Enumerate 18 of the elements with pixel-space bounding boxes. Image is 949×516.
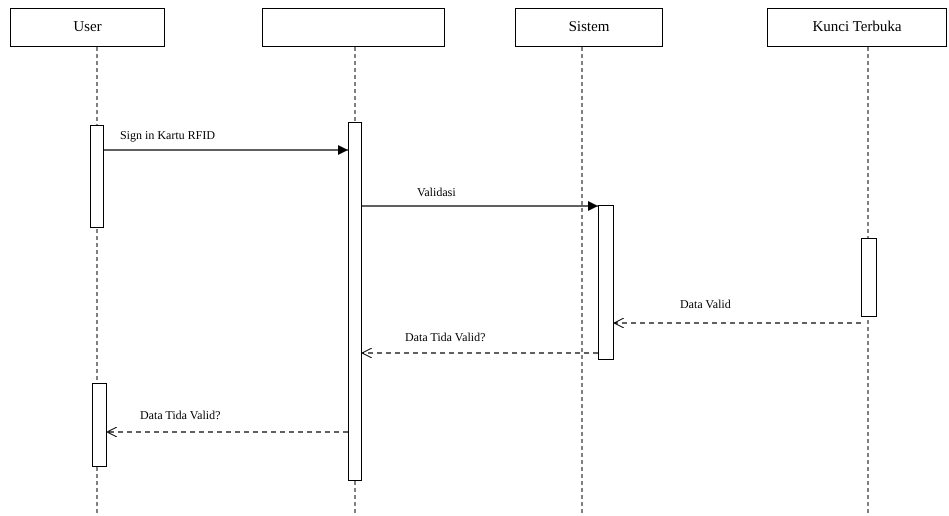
participant-box bbox=[10, 8, 165, 47]
message-arrow bbox=[362, 348, 598, 358]
message-arrow bbox=[362, 201, 598, 211]
activation-bar bbox=[598, 205, 614, 360]
activation-bar bbox=[92, 383, 107, 467]
activation-bar bbox=[348, 122, 362, 481]
participant-box bbox=[515, 8, 663, 47]
activation-bar bbox=[861, 238, 877, 317]
participant-name: Kunci Terbuka bbox=[812, 19, 902, 36]
participant-box bbox=[262, 8, 445, 47]
message-label: Sign in Kartu RFID bbox=[118, 128, 218, 143]
activation-bar bbox=[90, 125, 104, 228]
message-arrow bbox=[614, 318, 861, 328]
participant-name: User bbox=[73, 19, 102, 36]
participant-name: Sistem bbox=[568, 19, 610, 36]
message-arrow bbox=[104, 145, 348, 155]
message-arrow bbox=[106, 426, 348, 438]
participant-box bbox=[767, 8, 947, 47]
